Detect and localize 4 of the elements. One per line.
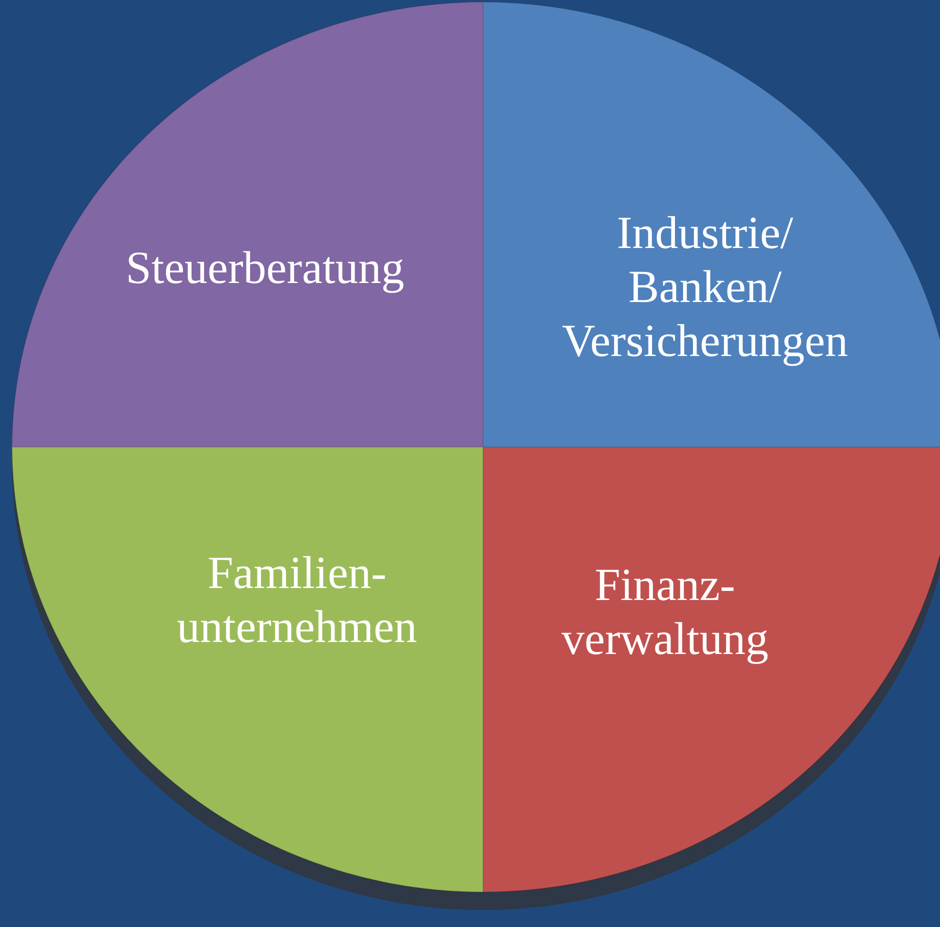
sector-label: Finanz- verwaltung xyxy=(562,558,768,666)
sector-label: Familien- unternehmen xyxy=(176,546,418,654)
sector-label: Industrie/ Banken/ Versicherungen xyxy=(562,206,848,368)
sector-label: Steuerberatung xyxy=(126,241,404,295)
